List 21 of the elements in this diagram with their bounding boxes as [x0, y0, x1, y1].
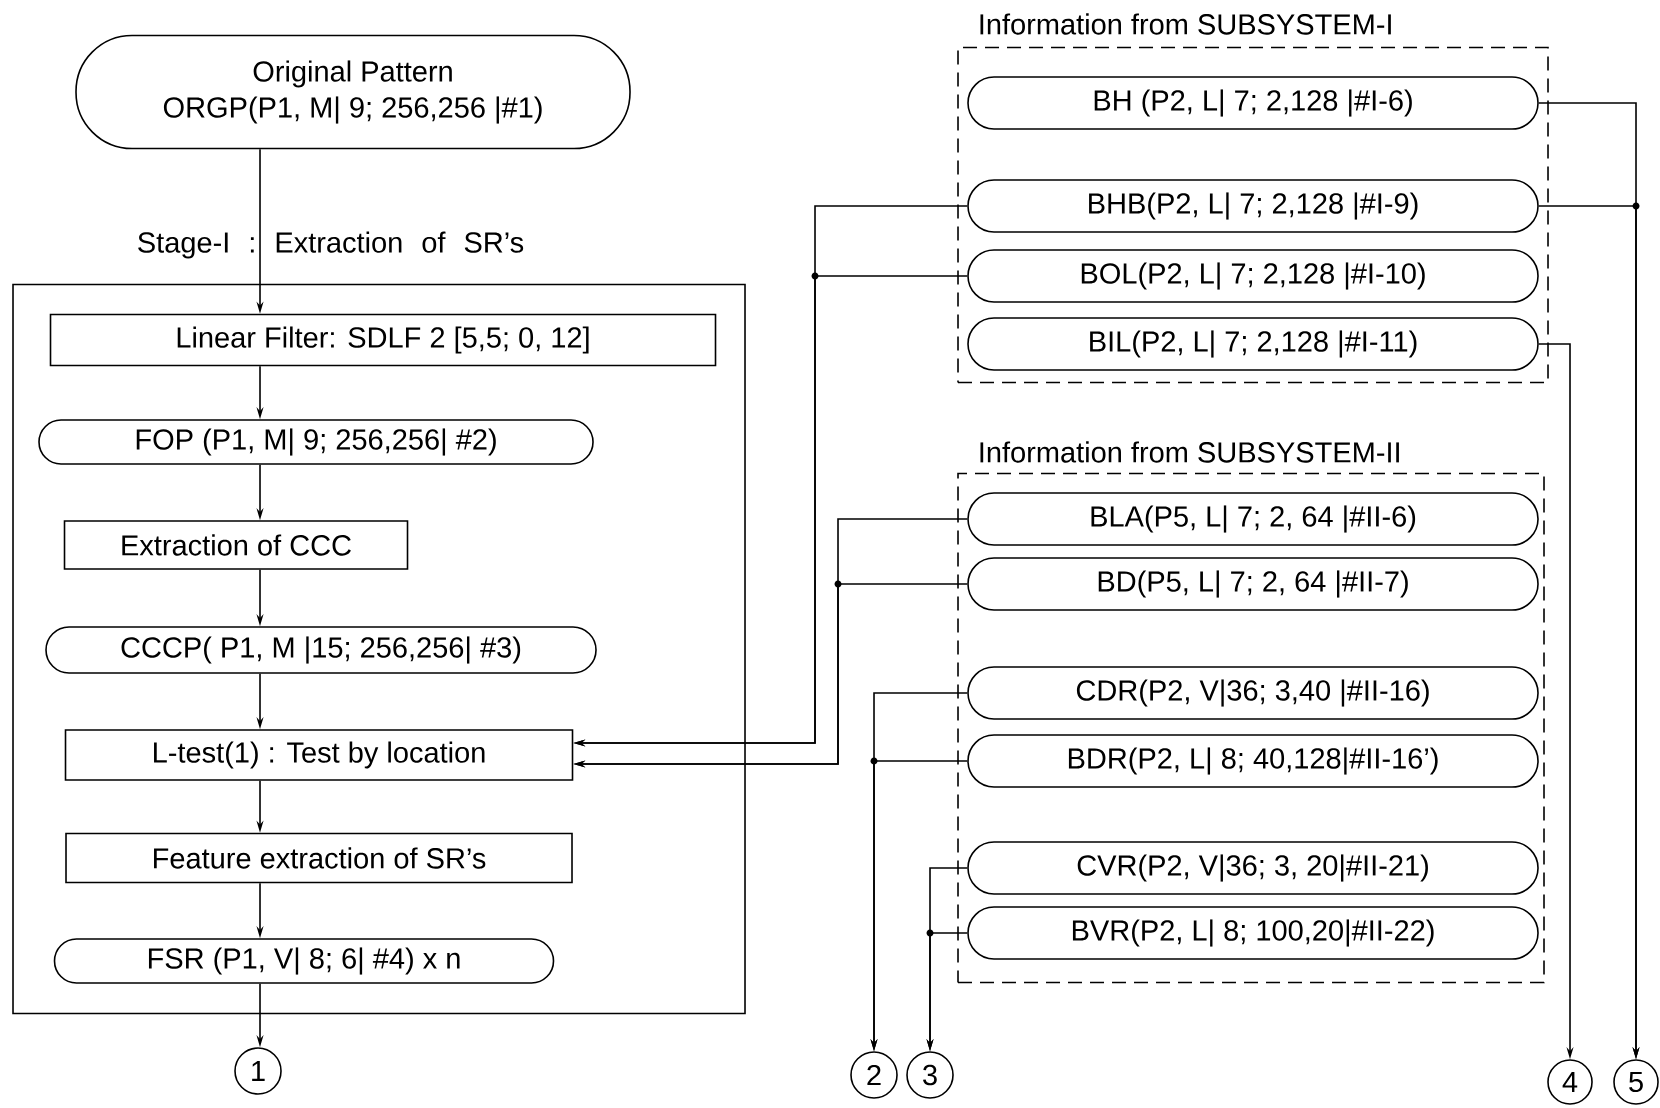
node-label: Information from SUBSYSTEM-II: [980, 441, 1399, 463]
terminal-box: FOP (P1, M| 9; 256,256| #2): [38, 419, 594, 465]
terminal-box: BOL(P2, L| 7; 2,128 |#I-10): [967, 249, 1539, 303]
node-label: Information from SUBSYSTEM-I: [980, 13, 1391, 35]
terminal-box: BD(P5, L| 7; 2, 64 |#II-7): [967, 557, 1539, 611]
process-box: L-test(1) : Test by location: [64, 729, 574, 781]
terminal-box: BHB(P2, L| 7; 2,128 |#I-9): [967, 179, 1539, 233]
terminal-box: FSR (P1, V| 8; 6| #4) x n: [53, 938, 555, 984]
terminal-box: BVR(P2, L| 8; 100,20|#II-22): [967, 906, 1539, 960]
terminal-box: CVR(P2, V|36; 3, 20|#II-21): [967, 841, 1539, 895]
process-box: Extraction of CCC: [63, 520, 409, 570]
process-box: Feature extraction of SR’s: [65, 832, 573, 884]
terminal-box: BLA(P5, L| 7; 2, 64 |#II-6): [967, 492, 1539, 546]
terminal-box: Original Pattern ORGP(P1, M| 9; 256,256 |#1): [75, 34, 631, 150]
terminal-box: BIL(P2, L| 7; 2,128 |#I-11): [967, 317, 1539, 371]
terminal-box: BH (P2, L| 7; 2,128 |#I-6): [967, 76, 1539, 130]
terminal-box: BDR(P2, L| 8; 40,128|#II-16’): [967, 734, 1539, 788]
node-label: Stage-I : Extraction of SR’s: [138, 231, 524, 259]
terminal-box: CCCP( P1, M |15; 256,256| #3): [45, 626, 597, 674]
terminal-box: CDR(P2, V|36; 3,40 |#II-16): [967, 666, 1539, 720]
process-box: Linear Filter: SDLF 2 [5,5; 0, 12]: [49, 313, 717, 367]
